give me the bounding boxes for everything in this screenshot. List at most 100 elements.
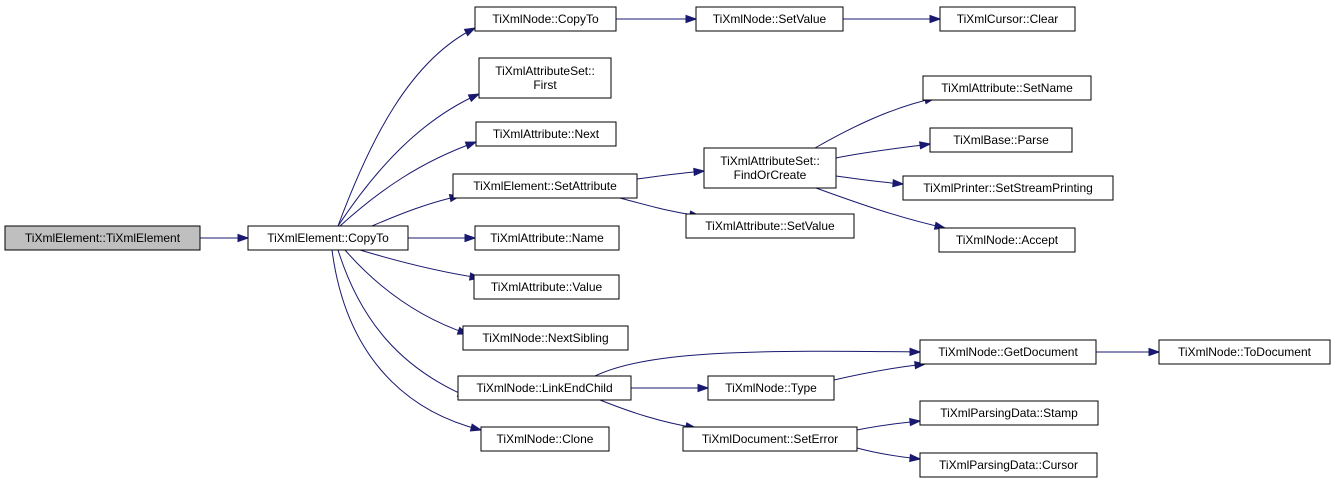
node-box[interactable]: [1158, 339, 1331, 365]
node-attrname[interactable]: TiXmlAttribute::Name: [474, 225, 620, 251]
edge-seterror-to-stamp: [856, 417, 922, 431]
node-attrnext[interactable]: TiXmlAttribute::Next: [475, 121, 617, 147]
edge-line: [371, 195, 461, 227]
node-attrsetfirst[interactable]: TiXmlAttributeSet::First: [478, 57, 612, 99]
node-attrsetname[interactable]: TiXmlAttribute::SetName: [922, 75, 1092, 101]
node-label: TiXmlNode::CopyTo: [492, 12, 599, 26]
node-box[interactable]: [919, 400, 1099, 426]
arrowhead-icon: [464, 233, 477, 243]
node-cursorclear[interactable]: TiXmlCursor::Clear: [939, 6, 1076, 32]
edge-root-to-copyto: [200, 233, 250, 243]
node-getdocument[interactable]: TiXmlNode::GetDocument: [919, 339, 1097, 365]
edge-line: [344, 249, 469, 335]
node-box[interactable]: [922, 75, 1092, 101]
arrowhead-icon: [693, 167, 706, 177]
node-label: TiXmlNode::GetDocument: [938, 345, 1078, 359]
node-setattribute[interactable]: TiXmlElement::SetAttribute: [452, 173, 638, 199]
node-label: TiXmlNode::NextSibling: [482, 331, 608, 345]
arrowhead-icon: [697, 383, 710, 393]
node-accept[interactable]: TiXmlNode::Accept: [938, 227, 1076, 253]
node-attrvalue[interactable]: TiXmlAttribute::Value: [473, 274, 620, 300]
node-box[interactable]: [457, 375, 632, 401]
node-box[interactable]: [473, 274, 620, 300]
node-label: TiXmlElement::SetAttribute: [473, 179, 617, 193]
node-box[interactable]: [478, 57, 612, 99]
node-seterror[interactable]: TiXmlDocument::SetError: [682, 426, 858, 452]
node-box[interactable]: [938, 227, 1076, 253]
node-attrsetvalue[interactable]: TiXmlAttribute::SetValue: [685, 213, 855, 239]
node-root[interactable]: TiXmlElement::TiXmlElement: [4, 225, 201, 251]
edge-copyto-to-attrvalue: [359, 249, 482, 281]
node-box[interactable]: [919, 452, 1098, 478]
node-box[interactable]: [4, 225, 201, 251]
edge-getdocument-to-todocument: [1096, 347, 1161, 357]
node-box[interactable]: [695, 6, 844, 32]
node-label: TiXmlAttribute::SetName: [941, 81, 1073, 95]
node-label: TiXmlNode::Type: [725, 381, 817, 395]
edge-line: [337, 27, 476, 227]
node-box[interactable]: [475, 121, 617, 147]
arrowhead-icon: [467, 93, 481, 103]
arrowhead-icon: [464, 141, 478, 150]
node-label: TiXmlAttributeSet::: [495, 64, 595, 78]
edge-line: [359, 249, 481, 279]
edge-line: [331, 249, 482, 431]
node-box[interactable]: [682, 426, 858, 452]
edge-copyto-to-setattribute: [371, 193, 462, 227]
node-nextsibling[interactable]: TiXmlNode::NextSibling: [462, 325, 629, 351]
node-box[interactable]: [462, 325, 629, 351]
node-label: TiXmlPrinter::SetStreamPrinting: [923, 181, 1093, 195]
edge-findorcreate-to-attrsetname: [814, 96, 937, 149]
arrowhead-icon: [685, 14, 698, 24]
edge-linkendchild-to-type: [631, 383, 710, 393]
node-label: TiXmlNode::Clone: [497, 432, 594, 446]
node-printer[interactable]: TiXmlPrinter::SetStreamPrinting: [902, 175, 1114, 201]
node-findorcreate[interactable]: TiXmlAttributeSet::FindOrCreate: [703, 147, 837, 189]
arrowhead-icon: [919, 141, 932, 150]
node-box[interactable]: [685, 213, 855, 239]
call-nodes: TiXmlElement::TiXmlElement TiXmlElement::…: [4, 6, 1331, 478]
node-clone[interactable]: TiXmlNode::Clone: [480, 426, 610, 452]
node-label: TiXmlBase::Parse: [953, 133, 1049, 147]
node-box[interactable]: [474, 6, 617, 32]
node-copyto[interactable]: TiXmlElement::CopyTo: [247, 225, 409, 251]
edge-type-to-getdocument: [833, 361, 927, 381]
node-baseparse[interactable]: TiXmlBase::Parse: [929, 127, 1073, 153]
node-nodesetvalue[interactable]: TiXmlNode::SetValue: [695, 6, 844, 32]
edge-line: [337, 249, 469, 398]
node-box[interactable]: [929, 127, 1073, 153]
node-todocument[interactable]: TiXmlNode::ToDocument: [1158, 339, 1331, 365]
node-cursor[interactable]: TiXmlParsingData::Cursor: [919, 452, 1098, 478]
edge-line: [833, 363, 926, 381]
edge-line: [594, 350, 921, 377]
node-box[interactable]: [480, 426, 610, 452]
node-box[interactable]: [703, 147, 837, 189]
edge-findorcreate-to-printer: [835, 175, 905, 188]
edge-line: [619, 197, 701, 217]
node-box[interactable]: [902, 175, 1114, 201]
node-box[interactable]: [939, 6, 1076, 32]
node-label: TiXmlNode::SetValue: [713, 12, 827, 26]
arrowhead-icon: [929, 14, 942, 24]
edge-copyto-to-attrnext: [339, 141, 478, 227]
node-linkendchild[interactable]: TiXmlNode::LinkEndChild: [457, 375, 632, 401]
node-box[interactable]: [919, 339, 1097, 365]
edge-linkendchild-to-getdocument: [594, 347, 922, 377]
arrowhead-icon: [469, 423, 483, 432]
node-nodecopyto[interactable]: TiXmlNode::CopyTo: [474, 6, 617, 32]
node-type[interactable]: TiXmlNode::Type: [707, 375, 835, 401]
node-box[interactable]: [474, 225, 620, 251]
node-box[interactable]: [707, 375, 835, 401]
arrowhead-icon: [909, 417, 922, 427]
node-label: TiXmlNode::ToDocument: [1178, 345, 1312, 359]
edge-line: [814, 97, 936, 149]
node-box[interactable]: [247, 225, 409, 251]
node-label: TiXmlAttribute::Value: [491, 280, 603, 294]
node-box[interactable]: [452, 173, 638, 199]
edge-findorcreate-to-baseparse: [835, 141, 932, 159]
node-label: TiXmlParsingData::Cursor: [939, 458, 1078, 472]
node-label: TiXmlAttribute::Name: [490, 231, 604, 245]
node-stamp[interactable]: TiXmlParsingData::Stamp: [919, 400, 1099, 426]
edge-copyto-to-attrsetfirst: [337, 93, 481, 227]
